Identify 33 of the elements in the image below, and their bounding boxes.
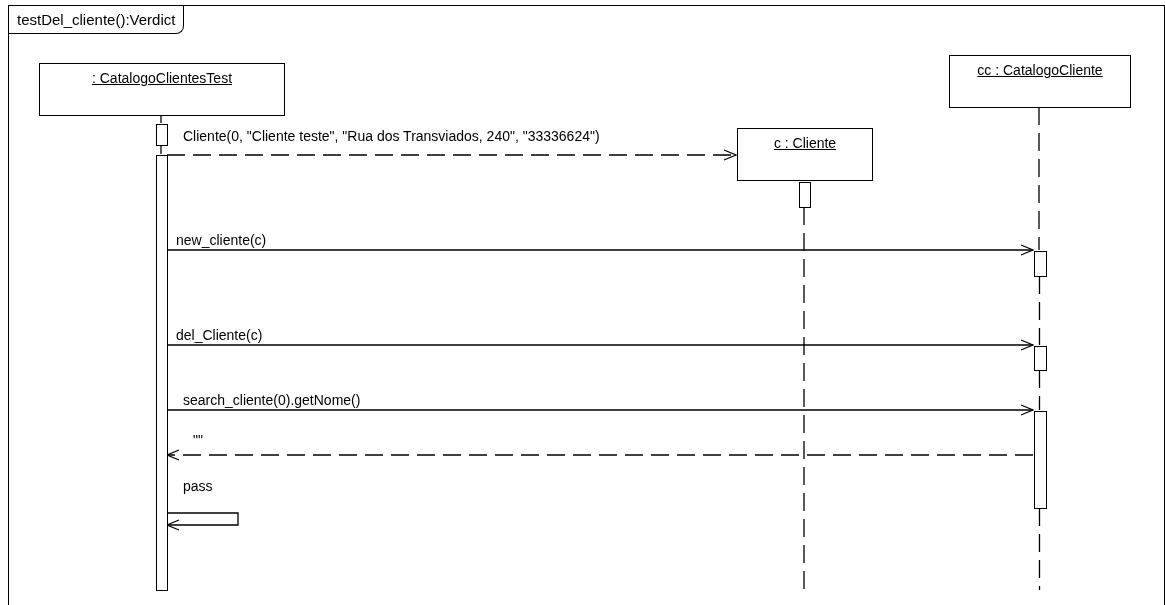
- object-box: [39, 63, 285, 116]
- lifeline: [160, 144, 162, 155]
- lifeline: [1038, 507, 1041, 591]
- activation-bar: [156, 155, 168, 591]
- message-label: new_cliente(c): [176, 232, 267, 248]
- message-label: del_Cliente(c): [176, 327, 263, 343]
- lifeline: [1038, 369, 1041, 411]
- object-box: [949, 55, 1131, 108]
- activation-bar: [1034, 411, 1047, 509]
- lifeline: [1038, 275, 1041, 346]
- message-label: Cliente(0, "Cliente teste", "Rua dos Transviados, 240", "33336624"): [183, 128, 600, 144]
- activation-bar: [156, 124, 168, 146]
- object-name: cc : CatalogoCliente: [977, 62, 1103, 78]
- message-arrow: [166, 244, 1034, 256]
- message-arrow: [166, 339, 1034, 351]
- dashed-message-arrow: [166, 449, 1034, 461]
- activation-bar: [1034, 251, 1047, 277]
- lifeline: [803, 206, 805, 591]
- activation-bar: [799, 182, 811, 208]
- object-box: [737, 128, 873, 181]
- message-label: pass: [183, 478, 213, 494]
- lifeline: [1038, 106, 1040, 251]
- message-label: search_cliente(0).getNome(): [183, 392, 361, 408]
- frame-box: [8, 5, 1165, 605]
- message-arrow: [166, 404, 1034, 416]
- activation-bar: [1034, 346, 1047, 371]
- object-name: : CatalogoClientesTest: [91, 70, 233, 86]
- message-label: "": [193, 432, 203, 448]
- object-name: c : Cliente: [773, 135, 837, 151]
- lifeline: [160, 114, 162, 124]
- frame-title: testDel_cliente():Verdict: [9, 6, 185, 34]
- self-message-arrow: [166, 512, 239, 531]
- dashed-message-arrow: [166, 149, 737, 161]
